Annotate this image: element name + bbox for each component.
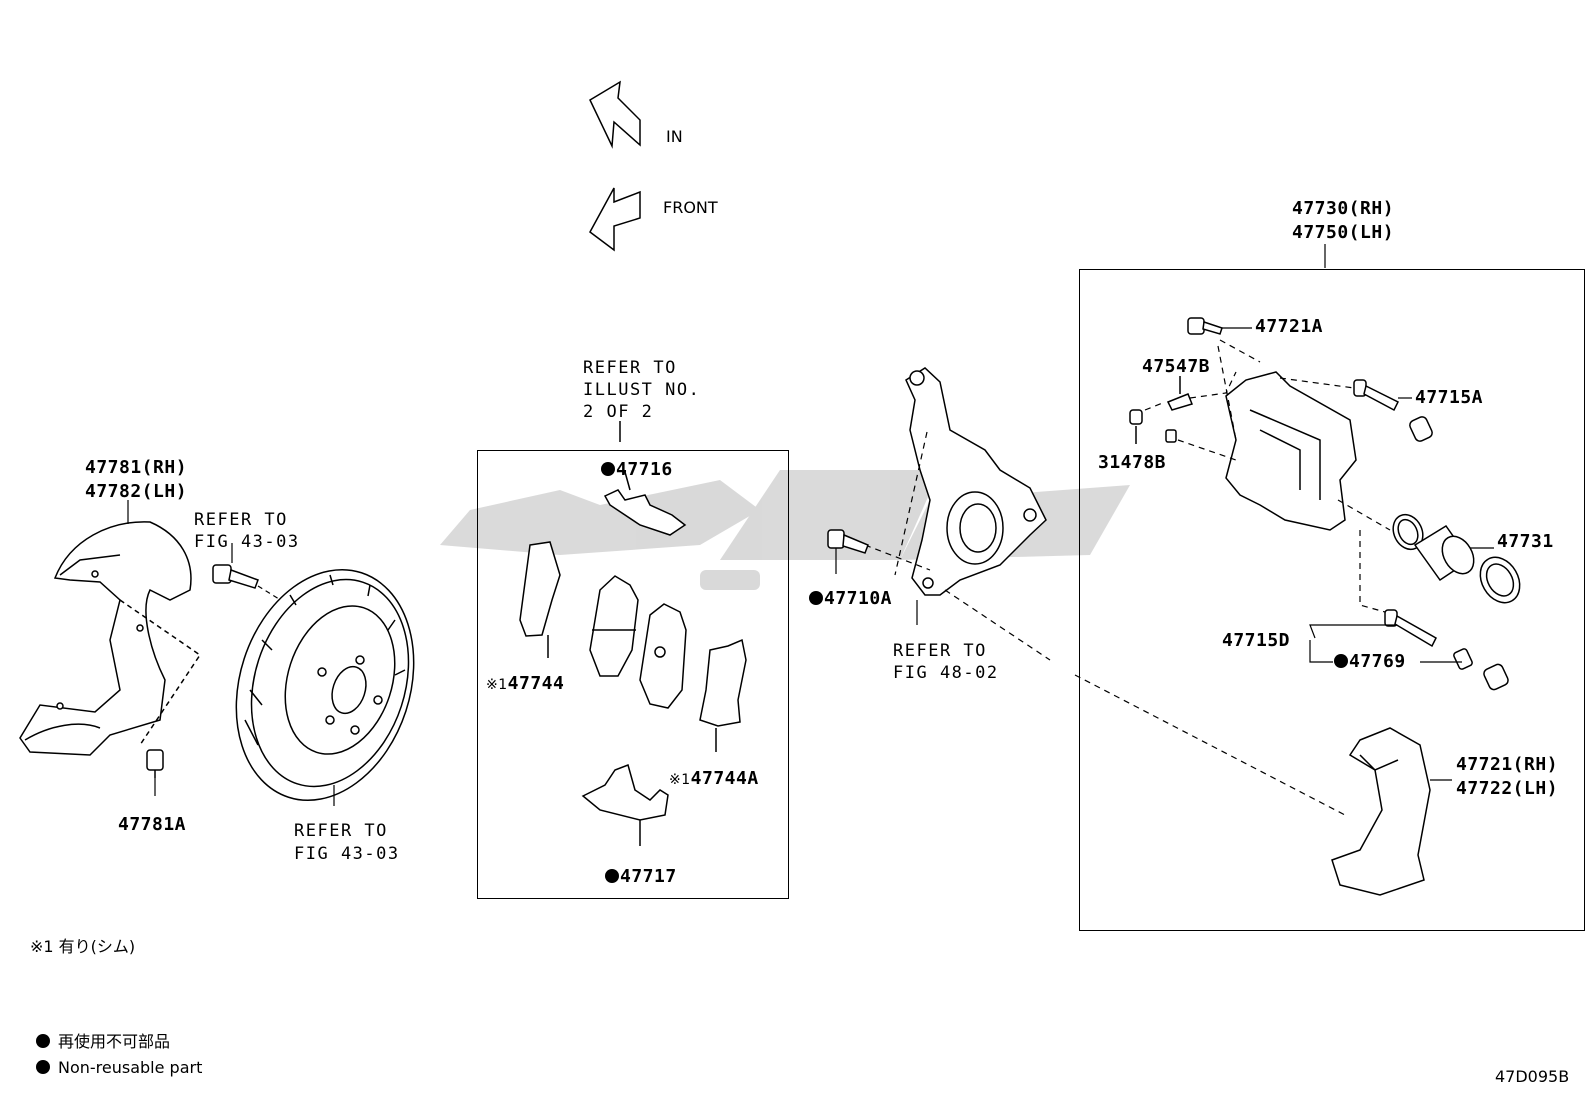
shield-part-lh: 47782(LH) bbox=[85, 481, 188, 502]
legend-dot-icon bbox=[36, 1034, 50, 1048]
rotor-refer-bottom-2: FIG 43-03 bbox=[294, 844, 400, 864]
pads-refer-3: 2 OF 2 bbox=[583, 402, 654, 422]
part-31478b: 31478B bbox=[1098, 452, 1167, 473]
caliper-components bbox=[1129, 317, 1521, 896]
steering-knuckle bbox=[905, 367, 1047, 596]
part-47710a: 47710A bbox=[809, 588, 892, 610]
direction-in-label: IN bbox=[666, 127, 683, 146]
caliper-assembly-lh: 47750(LH) bbox=[1292, 222, 1395, 243]
part-47744: ※147744 bbox=[486, 673, 565, 694]
pad-kit-frame bbox=[477, 450, 789, 899]
part-47716: 47716 bbox=[601, 459, 673, 481]
legend-dot-icon bbox=[36, 1060, 50, 1074]
part-47731: 47731 bbox=[1497, 531, 1554, 552]
non-reusable-dot-icon bbox=[809, 591, 823, 605]
caliper-assembly-frame bbox=[1079, 269, 1585, 931]
shim-note: ※1 有り(シム) bbox=[30, 937, 136, 956]
part-47769: 47769 bbox=[1334, 651, 1406, 673]
mounting-rh: 47721(RH) bbox=[1456, 754, 1559, 775]
knuckle-dashes bbox=[864, 431, 1346, 816]
part-47721a: 47721A bbox=[1255, 316, 1324, 337]
caliper-assembly-rh: 47730(RH) bbox=[1292, 198, 1395, 219]
knuckle-refer-1: REFER TO bbox=[893, 641, 987, 661]
shield-bolt-label: 47781A bbox=[118, 814, 187, 835]
pads-refer-2: ILLUST NO. bbox=[583, 380, 701, 400]
direction-front-label: FRONT bbox=[663, 198, 718, 217]
part-47744a: ※147744A bbox=[669, 768, 759, 789]
rotor-bolt bbox=[212, 564, 259, 589]
dust-shield bbox=[19, 521, 202, 756]
non-reusable-dot-icon bbox=[1334, 654, 1348, 668]
mounting-lh: 47722(LH) bbox=[1456, 778, 1559, 799]
arrow-front-icon bbox=[589, 187, 641, 252]
caliper-dashes bbox=[1144, 339, 1391, 613]
pads-refer-1: REFER TO bbox=[583, 358, 677, 378]
knuckle-refer-2: FIG 48-02 bbox=[893, 663, 999, 683]
legend-en: Non-reusable part bbox=[36, 1057, 202, 1079]
rotor-refer-top-1: REFER TO bbox=[194, 510, 288, 530]
part-47547b: 47547B bbox=[1142, 356, 1211, 377]
diagram-id: 47D095B bbox=[1495, 1067, 1570, 1086]
rotor-refer-top-2: FIG 43-03 bbox=[194, 532, 300, 552]
shield-bolt bbox=[146, 749, 164, 778]
rotor-refer-bottom-1: REFER TO bbox=[294, 821, 388, 841]
pad-components bbox=[519, 421, 747, 846]
caliper-leaders bbox=[1222, 327, 1494, 781]
arrow-in-icon bbox=[589, 80, 641, 149]
non-reusable-dot-icon bbox=[601, 462, 615, 476]
legend-jp: 再使用不可部品 bbox=[36, 1031, 170, 1053]
non-reusable-dot-icon bbox=[605, 869, 619, 883]
part-47715d: 47715D bbox=[1222, 630, 1291, 651]
part-47717: 47717 bbox=[605, 866, 677, 888]
brake-rotor bbox=[235, 568, 415, 802]
part-47715a: 47715A bbox=[1415, 387, 1484, 408]
shield-part-rh: 47781(RH) bbox=[85, 457, 188, 478]
